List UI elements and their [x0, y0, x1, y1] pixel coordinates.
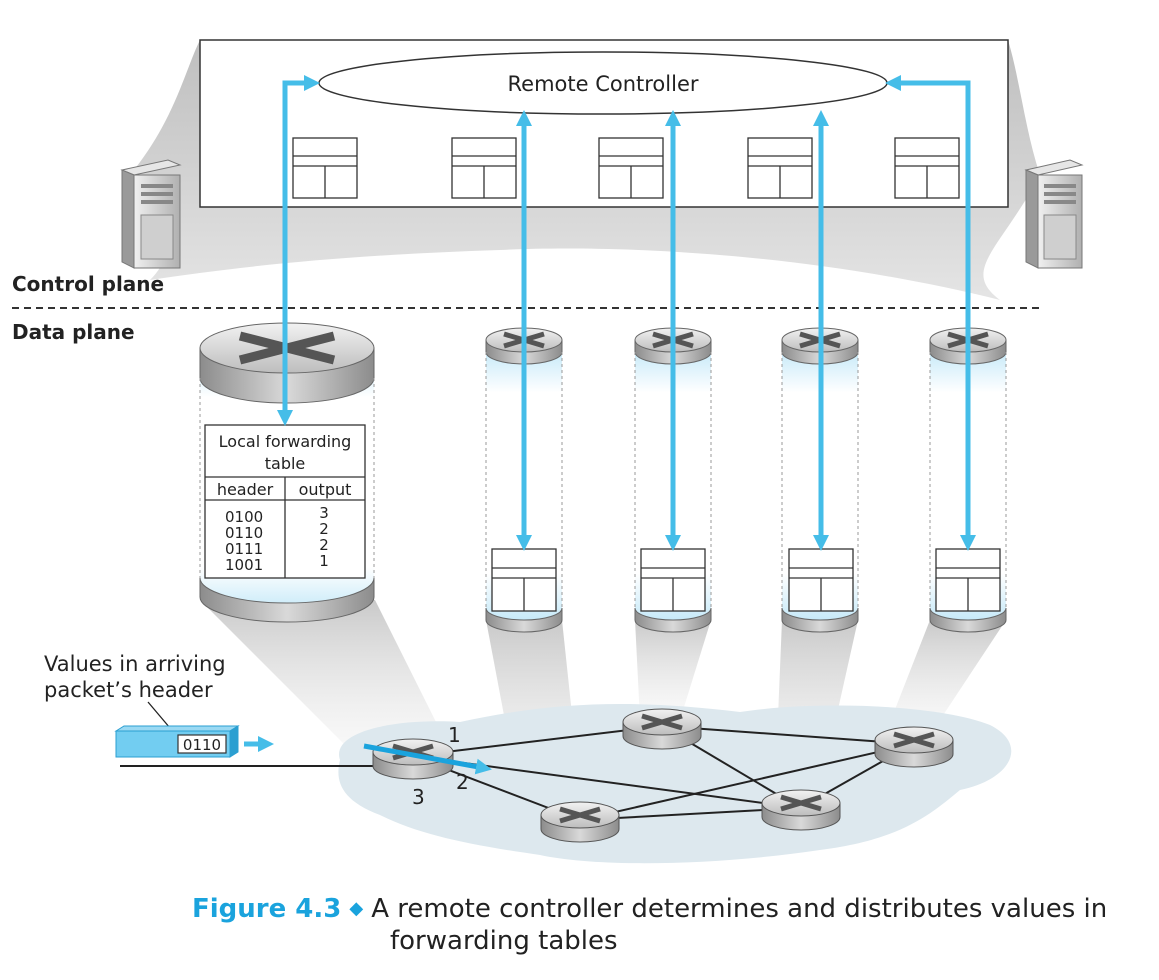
router-table-icon [788, 548, 854, 612]
router-table-icon [491, 548, 557, 612]
table-row-output: 2 [319, 520, 329, 538]
table-title-line1: Local forwarding [219, 432, 352, 451]
port-label-2: 2 [456, 770, 469, 794]
figure-caption: Figure 4.3 ◆ A remote controller determine… [192, 893, 1107, 957]
network-router-icon [622, 708, 702, 750]
router-table-icon [640, 548, 706, 612]
table-row-header: 0111 [225, 540, 263, 558]
figure-number: Figure 4.3 [192, 894, 342, 924]
control-arrow [276, 74, 321, 427]
right-server-icon [1024, 159, 1084, 269]
router-table-icon [935, 548, 1001, 612]
controller-table-icon [451, 137, 517, 199]
table-row-output: 2 [319, 536, 329, 554]
remote-controller-label: Remote Controller [508, 72, 699, 96]
caption-text-line1: A remote controller determines and distr… [371, 894, 1108, 924]
control-arrows [276, 74, 977, 552]
caption-text-line2: forwarding tables [390, 926, 618, 956]
controller-table-icon [894, 137, 960, 199]
control-arrow [884, 74, 977, 552]
control-plane-skin [130, 40, 1040, 300]
control-plane-label: Control plane [12, 272, 165, 296]
table-row-header: 1001 [225, 556, 263, 574]
table-row-output: 3 [319, 504, 329, 522]
controller-table-icon [598, 137, 664, 199]
table-title-line2: table [265, 454, 306, 473]
diamond-icon: ◆ [349, 898, 364, 919]
packet-annotation-leader [147, 701, 171, 729]
packet-header-value: 0110 [183, 736, 221, 754]
left-server-icon [120, 159, 182, 269]
packet-annotation-line2: packet’s header [44, 678, 213, 702]
network-router-icon [761, 789, 841, 831]
table-row-header: 0100 [225, 508, 263, 526]
table-row-output: 1 [319, 552, 329, 570]
arriving-packet: 0110 [114, 725, 240, 758]
table-row-header: 0110 [225, 524, 263, 542]
controller-table-icon [292, 137, 358, 199]
port-label-1: 1 [448, 723, 461, 747]
packet-path-arrow [363, 743, 492, 775]
table-col-header: header [217, 480, 274, 499]
network-router-icon [540, 801, 620, 843]
local-forwarding-table: Local forwarding table header output 010… [204, 424, 366, 579]
packet-annotation-line1: Values in arriving [44, 652, 226, 676]
data-plane-label: Data plane [12, 320, 135, 344]
controller-table-icon [747, 137, 813, 199]
port-label-3: 3 [412, 785, 425, 809]
network-router-icon [874, 726, 954, 768]
table-col-output: output [299, 480, 352, 499]
